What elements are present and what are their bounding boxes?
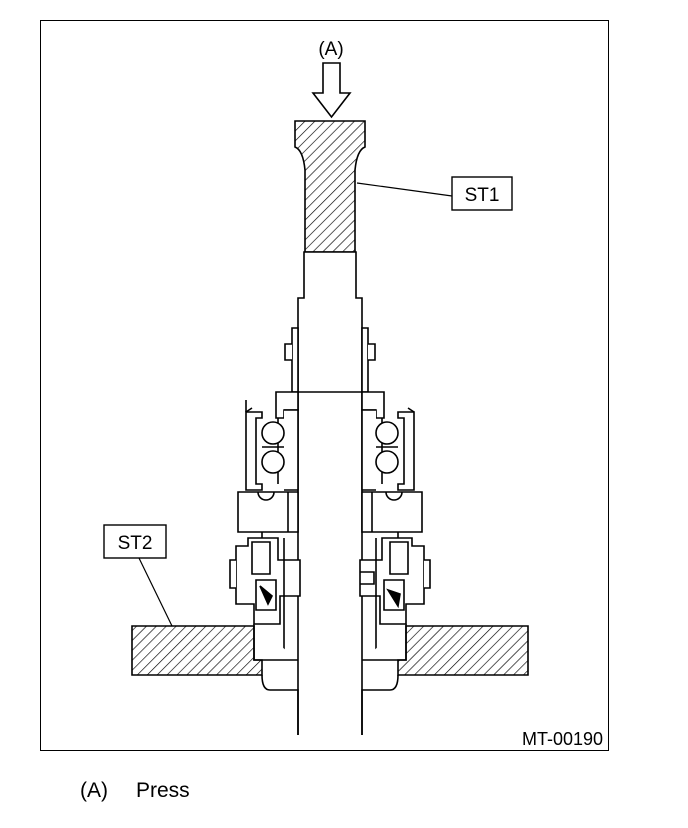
st1-tool bbox=[294, 120, 366, 253]
figure-frame bbox=[40, 20, 609, 751]
st1-leader-line bbox=[356, 182, 453, 197]
st2-label-box bbox=[103, 524, 167, 559]
upper-sleeve bbox=[275, 327, 385, 419]
st2-leader-line bbox=[137, 555, 173, 627]
legend-caption: (A) Press bbox=[80, 779, 190, 803]
figure-code: MT-00190 bbox=[522, 729, 603, 749]
synchro-hub bbox=[237, 491, 423, 538]
shaft bbox=[297, 251, 363, 735]
ball-bearing bbox=[245, 400, 415, 491]
gear-assembly bbox=[229, 537, 431, 661]
legend-text: Press bbox=[136, 779, 190, 802]
press-marker-label: (A) bbox=[318, 39, 343, 60]
legend-key: (A) bbox=[80, 779, 108, 802]
press-arrow-icon bbox=[311, 62, 352, 119]
st1-label: ST1 bbox=[465, 185, 500, 206]
st2-label: ST2 bbox=[118, 533, 153, 554]
st2-tool bbox=[131, 625, 529, 735]
st1-label-box bbox=[451, 176, 513, 211]
